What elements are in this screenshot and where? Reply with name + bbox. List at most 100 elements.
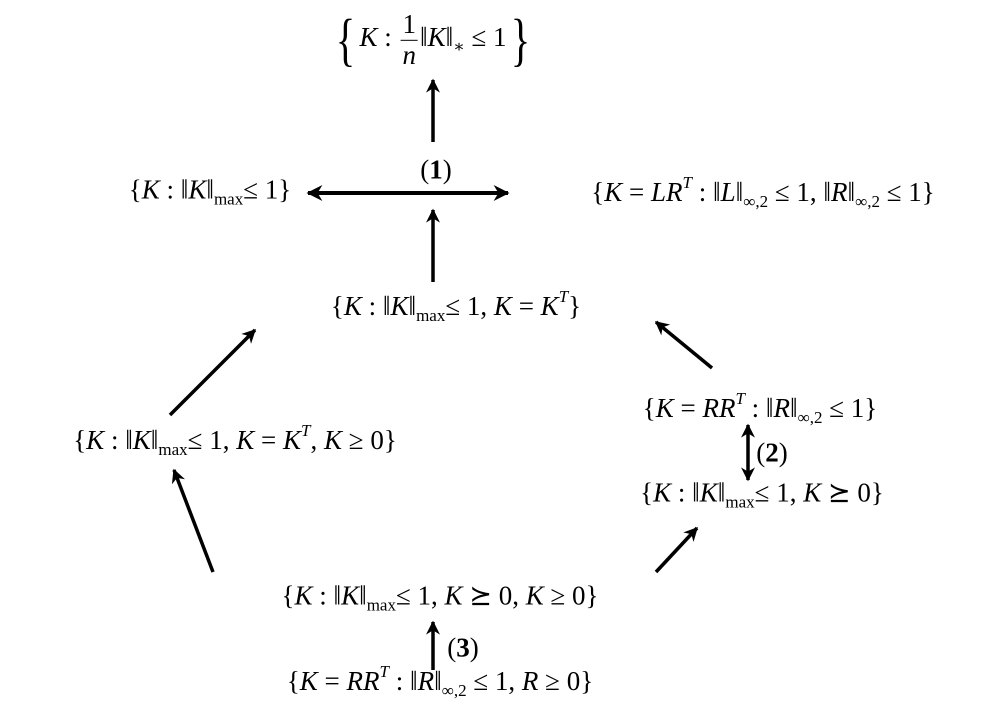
formula-text: RR <box>346 666 380 696</box>
formula-text: ≥ 0} <box>538 666 594 696</box>
formula-text: { <box>281 580 295 611</box>
label-number: 2 <box>765 437 779 468</box>
formula-text: { <box>73 425 87 455</box>
formula-text: ≤ 1} <box>822 393 878 423</box>
formula-text: { <box>591 177 605 207</box>
node-psd: {K : ‖K‖max≤ 1, K ⪰ 0} <box>640 477 884 512</box>
formula-text: : ‖ <box>361 291 391 321</box>
label-paren: ( <box>447 632 457 663</box>
formula-text: ‖ <box>790 393 798 423</box>
superscript: T <box>379 662 390 681</box>
formula-text: K <box>427 22 446 53</box>
superscript: T <box>301 421 311 440</box>
formula-text: : ‖ <box>104 425 133 455</box>
subscript: ∞,2 <box>797 408 823 427</box>
formula-text: } <box>568 291 582 321</box>
formula-text: ≥ 0} <box>543 580 599 611</box>
formula-text: ‖ <box>434 666 442 696</box>
formula-text: : ‖ <box>671 477 700 508</box>
formula-text: : ‖ <box>159 174 189 205</box>
formula-text: K <box>444 580 463 611</box>
formula-text: R <box>773 393 791 423</box>
subscript: ∞,2 <box>743 192 769 211</box>
formula-text: , <box>310 425 324 455</box>
subscript: max <box>366 595 396 615</box>
formula-text: K <box>699 477 718 508</box>
formula-text: : ‖ <box>389 666 418 696</box>
formula-text: K <box>803 477 822 508</box>
label-paren: ) <box>442 154 452 185</box>
subscript: ∞,2 <box>441 681 467 700</box>
formula-text: { <box>640 477 654 508</box>
formula-text: K <box>188 174 207 205</box>
formula-text: R <box>830 177 848 207</box>
formula-text: ‖ <box>445 22 454 53</box>
formula-text: ‖ <box>847 177 856 207</box>
label-number: 1 <box>429 154 443 185</box>
formula-text: K <box>655 393 674 423</box>
formula-text: { <box>642 393 656 423</box>
formula-text: ≥ 0} <box>342 425 397 455</box>
node-symmetric: {K : ‖K‖max≤ 1, K = KT} <box>331 288 581 324</box>
formula-text: ‖ <box>408 291 417 321</box>
formula-text: R <box>417 666 435 696</box>
formula-text: { <box>286 666 300 696</box>
formula-text: ⪰ 0} <box>821 477 884 508</box>
formula-text: { <box>330 291 344 321</box>
formula-text: ≤ 1} <box>879 177 935 207</box>
fraction-denominator: n <box>402 39 416 70</box>
formula-text: ‖ <box>359 580 367 611</box>
formula-text: R <box>521 666 539 696</box>
label-equivalence-2: (2) <box>756 438 788 469</box>
label-equivalence-1: (1) <box>420 155 452 186</box>
arrow-symnonneg-to-symmetric <box>168 328 257 417</box>
superscript: T <box>682 173 692 192</box>
formula-text: ≤ 1, <box>187 425 237 455</box>
formula-text: ‖ <box>206 174 214 205</box>
node-psd-nonnegative: {K : ‖K‖max≤ 1, K ⪰ 0, K ≥ 0} <box>281 580 599 615</box>
formula-text: K <box>390 291 409 321</box>
label-number: 3 <box>456 632 470 663</box>
formula-text: = <box>254 425 284 455</box>
node-symmetric-nonnegative: {K : ‖K‖max≤ 1, K = KT, K ≥ 0} <box>73 422 397 458</box>
formula-text: ≤ 1, ‖ <box>768 177 831 207</box>
formula-text: : <box>377 22 399 53</box>
formula-text: : ‖ <box>312 580 342 611</box>
formula-text: K <box>323 425 343 455</box>
node-factorization-rr-nonnegative: {K = RRT : ‖R‖∞,2 ≤ 1, R ≥ 0} <box>287 663 593 699</box>
formula-text: ‖ <box>150 425 159 455</box>
brace: } <box>510 7 531 72</box>
formula-text: ≤ 1} <box>243 174 292 205</box>
formula-text: RR <box>702 393 736 423</box>
node-factorization-rr: {K = RRT : ‖R‖∞,2 ≤ 1} <box>643 390 878 426</box>
formula-text: ‖ <box>735 177 744 207</box>
formula-text: = <box>673 393 703 423</box>
formula-text: { <box>128 174 142 205</box>
formula-text: ⪰ 0, <box>462 580 526 611</box>
formula-text: L <box>720 177 736 207</box>
superscript: T <box>558 287 569 306</box>
arrow-psdnonneg-to-psd <box>654 526 699 574</box>
formula-text: K <box>236 425 255 455</box>
formula-text: ‖ <box>419 22 428 53</box>
subscript: max <box>725 492 755 512</box>
formula-text: K <box>294 580 313 611</box>
subscript: max <box>158 440 188 459</box>
formula-text: K <box>86 425 105 455</box>
formula-text: K <box>299 666 318 696</box>
subscript: max <box>416 306 446 325</box>
arrow-rr-to-symmetric <box>654 320 714 370</box>
formula-text: ‖ <box>717 477 726 508</box>
formula-text: K <box>540 291 559 321</box>
formula-text: ≤ 1, <box>754 477 804 508</box>
arrow-psdnonneg-to-symnonneg <box>171 468 215 573</box>
formula-text: K <box>341 580 360 611</box>
formula-text: K <box>493 291 512 321</box>
label-paren: ) <box>778 437 788 468</box>
subscript: ∞,2 <box>855 192 880 211</box>
formula-text: = <box>622 177 651 207</box>
label-paren: ( <box>756 437 766 468</box>
